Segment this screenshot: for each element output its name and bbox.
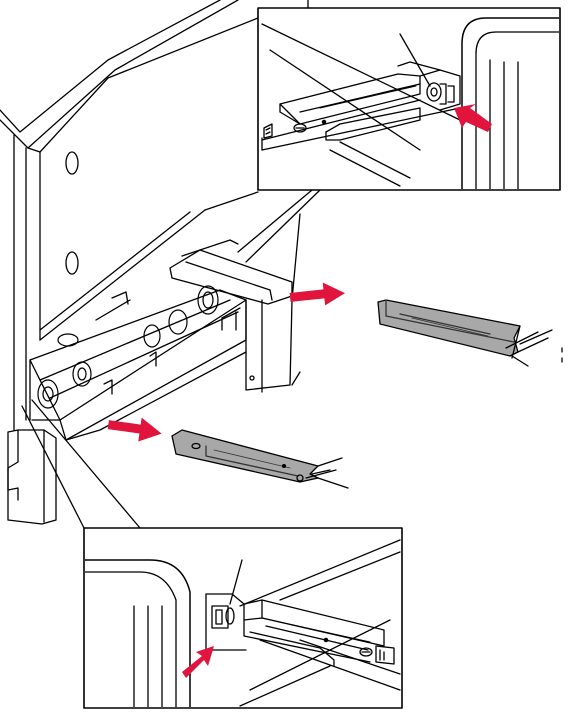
lower-rail	[172, 430, 348, 488]
top-callout	[258, 0, 560, 190]
lower-pull-arrow	[107, 413, 164, 444]
left-foot	[8, 430, 56, 524]
callout-leaders	[22, 190, 320, 528]
printer-body	[0, 0, 300, 524]
panel-hole-upper	[66, 152, 78, 174]
upper-rail	[378, 300, 552, 366]
roller-assembly	[30, 240, 292, 440]
bottom-callout	[84, 528, 402, 708]
upper-pull-arrow	[289, 280, 346, 309]
panel-hole-lower	[66, 252, 78, 274]
